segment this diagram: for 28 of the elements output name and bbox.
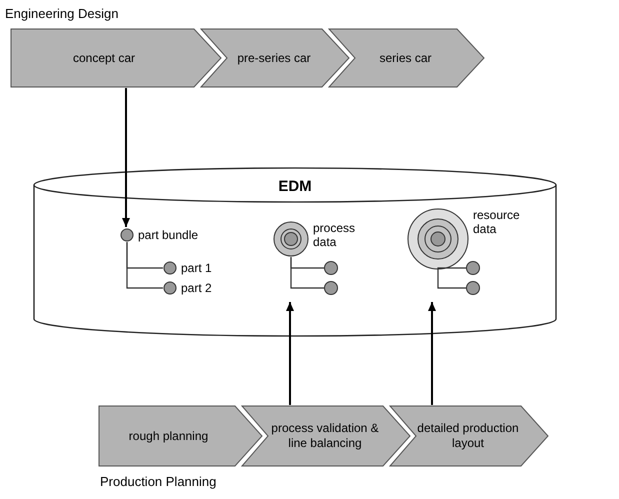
tree-line [126, 242, 163, 289]
step-label: series car [379, 50, 432, 66]
step-label: concept car [72, 50, 136, 66]
step-label: detailed production layout [416, 421, 520, 451]
step-label: process validation & line balancing [270, 421, 380, 451]
step-label: rough planning [128, 428, 208, 444]
database-title: EDM [278, 177, 312, 197]
tree-line [437, 270, 466, 289]
tree-line [437, 267, 466, 270]
chevron-step [10, 28, 222, 88]
database-cylinder [33, 167, 557, 337]
item-label: part 1 [181, 260, 213, 275]
phase-heading: Production Planning [100, 473, 216, 491]
arrow [122, 88, 130, 227]
chevron-step [389, 405, 549, 467]
item-label: resource data [473, 208, 521, 236]
chevron-step [98, 405, 263, 467]
arrow [286, 302, 294, 405]
item-label: part 2 [181, 280, 213, 295]
step-label: pre-series car [237, 50, 311, 66]
item-label: part bundle [138, 227, 200, 242]
chevron-step [241, 405, 411, 467]
phase-heading: Engineering Design [5, 5, 118, 23]
tree-line [290, 257, 324, 289]
chevron-step [200, 28, 350, 88]
item-label: process data [313, 221, 356, 249]
arrow [428, 302, 436, 405]
chevron-step [328, 28, 485, 88]
